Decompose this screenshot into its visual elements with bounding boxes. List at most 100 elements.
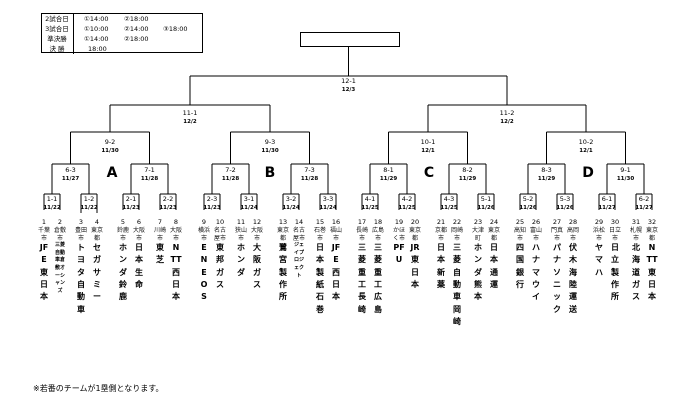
match-date: 11/25 [440,205,457,211]
team-name: PFU [393,243,405,265]
match-date: 11/22 [80,205,97,211]
team-city: 東京都 [488,227,501,242]
match-date: 11/23 [203,205,220,211]
match-date: 11/30 [261,148,278,154]
group-label: D [582,165,594,181]
team-number: 6 [136,218,142,226]
team-name: 日立製作所 [611,243,619,302]
team-name: ホンダ鈴鹿 [119,243,127,302]
team-city: 鈴鹿市 [117,227,130,242]
match-label: 1-2 [84,195,95,203]
group-label: C [424,165,434,181]
match-label: 11-2 [500,109,515,117]
match-label: 3-2 [286,195,297,203]
match-date: 12/1 [579,148,593,154]
schedule-label: 3試合日 [45,25,69,33]
team-city: 京都市 [435,227,448,242]
match-date: 11/30 [617,176,634,182]
team-city: 横浜市 [198,227,211,242]
team-number: 12 [252,218,262,226]
team-name: 北海道ガス [632,243,640,302]
team-city: 石巻市 [314,227,327,242]
match-label: 9-3 [265,138,276,146]
team-city: 名古屋市 [293,227,306,242]
match-label: 5-3 [560,195,571,203]
schedule-row: 2試合日 ①14:00 ②18:00 [42,14,202,24]
team-number: 7 [157,218,163,226]
match-date: 11/26 [477,205,494,211]
team-name: ハナマウイ [532,243,540,302]
match-label: 4-3 [444,195,455,203]
match-label: 9-2 [105,138,116,146]
team-number: 14 [294,218,304,226]
team-number: 23 [473,218,483,226]
team-name: パナソニック [553,243,561,314]
schedule-slot: ③18:00 [163,25,188,33]
team-city: 浜松市 [593,227,606,242]
schedule-label: 準決勝 [47,35,67,43]
team-name: ヤマハ [595,243,603,277]
match-label: 4-1 [365,195,376,203]
match-date: 11/26 [519,205,536,211]
schedule-slot: ②18:00 [124,35,149,43]
team-number: 8 [173,218,179,226]
team-city: 川崎市 [154,227,167,242]
team-number: 22 [452,218,462,226]
match-date: 11/23 [122,205,139,211]
match-label: 12-1 [341,77,356,85]
team-name: セガサミー [93,243,101,302]
match-label: 9-1 [620,166,631,174]
team-number: 24 [489,218,499,226]
schedule-row: 決 勝 18:00 [42,44,202,54]
team-city: 福山市 [330,227,343,242]
match-label: 8-2 [462,166,473,174]
team-name: 東邦ガス [216,243,224,290]
team-name: 大阪ガス [253,243,261,290]
team-number: 29 [594,218,604,226]
team-name: 三菱重工広島 [374,243,382,314]
match-label: 5-1 [481,195,492,203]
match-date: 11/29 [459,176,476,182]
match-label: 8-1 [383,166,394,174]
team-city: 東京都 [646,227,659,242]
team-city: 東京都 [91,227,104,242]
team-city: 大阪市 [251,227,264,242]
schedule-slot: ①14:00 [84,35,109,43]
match-date: 11/24 [240,205,257,211]
team-number: 25 [515,218,525,226]
team-number: 31 [631,218,641,226]
team-number: 21 [436,218,446,226]
team-name: 東芝 [156,243,164,265]
team-city: 千葉市 [38,227,51,242]
team-city: 倉敷市 [54,227,67,242]
match-date: 11/25 [361,205,378,211]
match-label: 4-2 [402,195,413,203]
team-name: 日本新薬 [437,243,445,290]
match-label: 6-1 [602,195,613,203]
schedule-table: 2試合日 ①14:00 ②18:00 3試合日 ①10:00 ②14:00 ③1… [41,13,203,54]
group-label: A [107,165,118,181]
match-label: 2-2 [163,195,174,203]
match-date: 11/28 [301,176,318,182]
match-label: 8-3 [541,166,552,174]
team-name: 四国銀行 [516,243,524,290]
match-label: 2-3 [207,195,218,203]
team-number: 1 [41,218,47,226]
team-number: 18 [373,218,383,226]
